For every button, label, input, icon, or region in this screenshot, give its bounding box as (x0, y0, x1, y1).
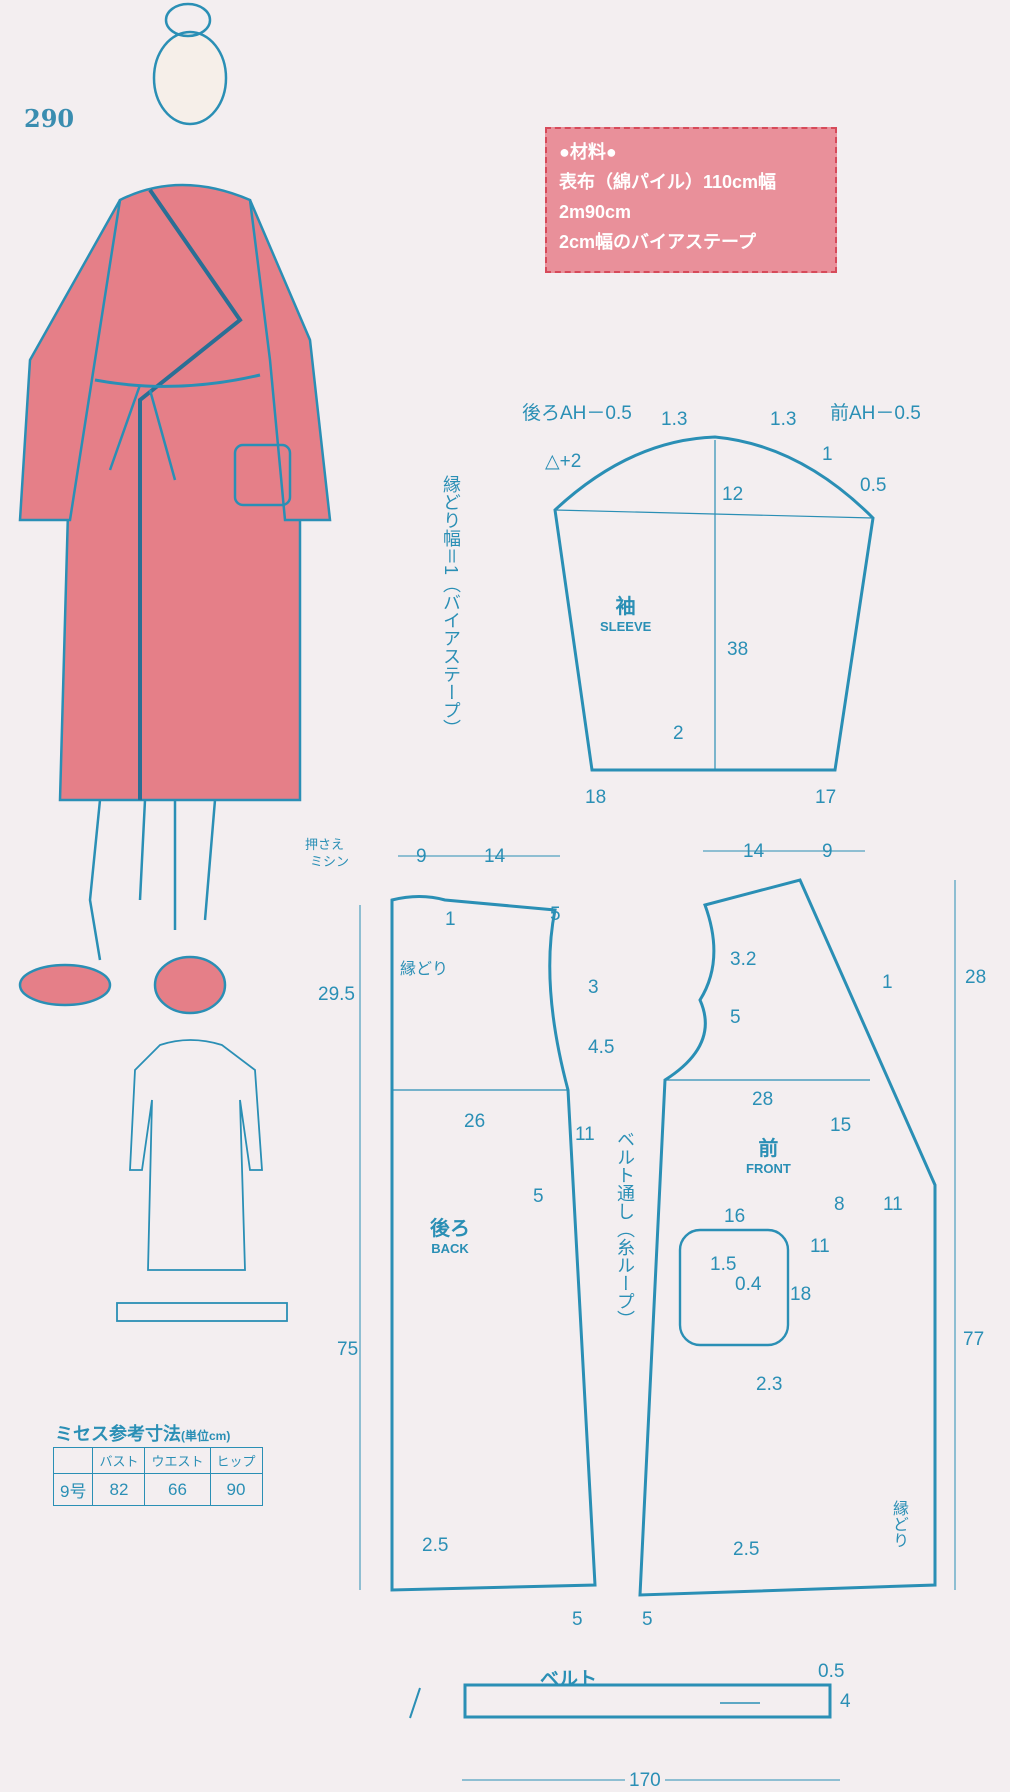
front-label: 15 (830, 1115, 852, 1136)
sleeve-label: 後ろAH－0.5 (522, 403, 632, 424)
materials-line: 表布（綿パイル）110cm幅 (559, 172, 777, 192)
back-label: 5 (533, 1186, 544, 1207)
belt-pattern (409, 1683, 832, 1719)
belt-loop-note: ベルト通し（糸ループ） (615, 1130, 635, 1328)
front-label: 3.2 (730, 949, 757, 970)
size-table-title: ミセス参考寸法(単位cm) (55, 1424, 231, 1444)
front-label: 28 (752, 1089, 774, 1110)
back-label: 1 (445, 909, 456, 930)
back-label: 2.5 (422, 1535, 449, 1556)
sleeve-label: 前AH－0.5 (830, 403, 921, 424)
front-label: 77 (963, 1329, 985, 1350)
sleeve-label: 17 (815, 787, 837, 808)
front-pattern (638, 878, 937, 1597)
page-number: 290 (24, 104, 75, 133)
sleeve-label: 12 (722, 484, 744, 505)
flat-sketch (116, 1039, 288, 1322)
front-name: 前 FRONT (746, 1138, 791, 1176)
size-table: バスト ウエスト ヒップ 9号 82 66 90 (52, 1447, 263, 1506)
front-label: 0.4 (735, 1274, 762, 1295)
belt-label: 170 (625, 1771, 665, 1790)
sleeve-label: 1.3 (661, 409, 688, 430)
binding-width-note: 縁どり幅＝1（バイアステープ） (441, 475, 461, 738)
sleeve-label: 0.5 (860, 475, 887, 496)
sleeve-label: 1.3 (770, 409, 797, 430)
dimension-lines (359, 850, 956, 1781)
table-row: バスト ウエスト ヒップ (52, 1447, 263, 1474)
back-label: 29.5 (318, 984, 355, 1005)
sleeve-label: 18 (585, 787, 607, 808)
sleeve-label: 1 (822, 444, 833, 465)
belt-label: 4 (840, 1691, 851, 1712)
front-label: 8 (834, 1194, 845, 1215)
front-label: 1.5 (710, 1254, 737, 1275)
front-label: 11 (883, 1194, 903, 1215)
back-label: 9 (416, 846, 427, 867)
materials-line: 2cm幅のバイアステープ (559, 232, 756, 252)
robe-illustration (18, 2, 332, 1015)
front-label: 2.5 (733, 1539, 760, 1560)
sleeve-label: 38 (727, 639, 749, 660)
back-label: 5 (550, 904, 561, 925)
sleeve-name: 袖 SLEEVE (600, 596, 652, 634)
size-table-unit: (単位cm) (181, 1429, 231, 1443)
stitch-note: 押さえ (305, 837, 345, 852)
back-label: 4.5 (588, 1037, 615, 1058)
front-label: 9 (822, 841, 833, 862)
belt-name: ベルト (540, 1669, 598, 1690)
back-label: 5 (572, 1609, 583, 1630)
front-label: 14 (743, 841, 765, 862)
sleeve-label: △+2 (545, 451, 582, 472)
belt-label: 0.5 (818, 1661, 845, 1682)
front-label: 28 (965, 967, 987, 988)
front-label: 1 (882, 972, 893, 993)
sleeve-pattern (553, 435, 875, 772)
front-label: 2.3 (756, 1374, 783, 1395)
front-label: 18 (790, 1284, 812, 1305)
materials-line: 2m90cm (559, 202, 632, 222)
binding-note-front: 縁どり (890, 1500, 907, 1548)
back-label: 3 (588, 977, 599, 998)
sleeve-label: 2 (673, 723, 684, 744)
back-name: 後ろ BACK (430, 1218, 470, 1256)
back-label: 14 (484, 846, 506, 867)
back-label: 75 (337, 1339, 359, 1360)
table-row: 9号 82 66 90 (52, 1473, 263, 1506)
materials-box: ●材料● 表布（綿パイル）110cm幅 2m90cm 2cm幅のバイアステープ (545, 127, 837, 273)
front-label: 11 (810, 1236, 830, 1257)
back-label: 11 (575, 1124, 595, 1145)
front-label: 5 (642, 1609, 653, 1630)
binding-note-back: 縁どり (400, 961, 449, 978)
back-label: 26 (464, 1111, 486, 1132)
stitch-note: ミシン (310, 854, 350, 869)
front-label: 5 (730, 1007, 741, 1028)
materials-title: ●材料● (559, 142, 617, 162)
front-label: 16 (724, 1206, 746, 1227)
back-pattern (390, 895, 597, 1592)
